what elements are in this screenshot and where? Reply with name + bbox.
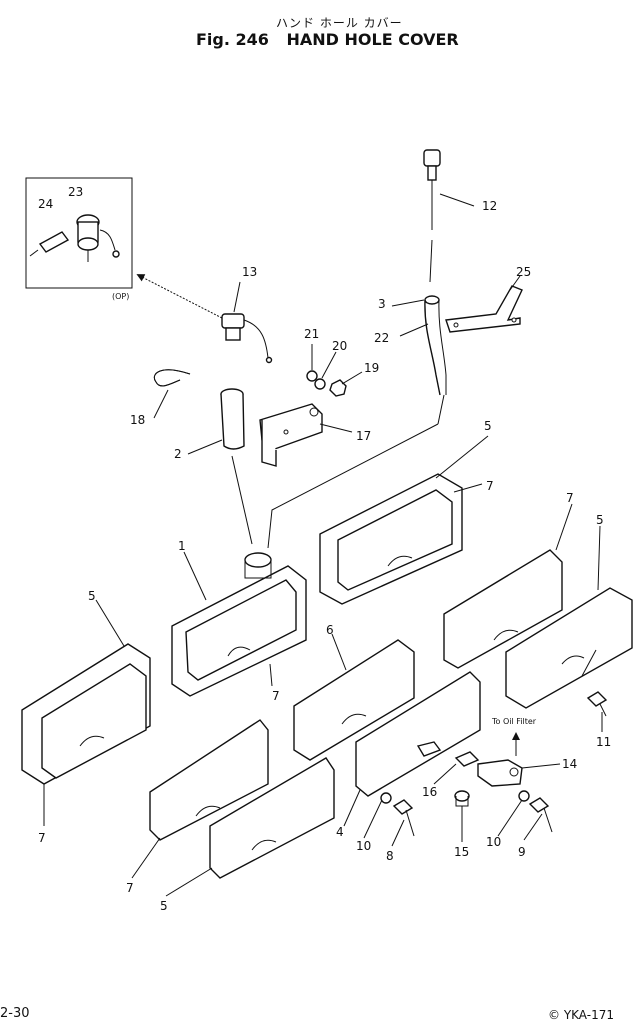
callout-15: 15 [454,845,469,859]
callout-3: 3 [378,297,386,311]
callout-24: 24 [38,197,53,211]
key-part-24 [29,231,70,257]
fitting-part-16 [454,751,480,767]
callout-11: 11 [596,735,611,749]
callout-14: 14 [562,757,577,771]
callout-5d: 5 [160,899,168,913]
callout-13: 13 [242,265,257,279]
plug-part-15 [454,790,470,807]
cover-part-5-lower [209,757,335,879]
callout-4: 4 [336,825,344,839]
callout-12: 12 [482,199,497,213]
guide-tube-part-3 [424,295,447,396]
gasket-part-7-lower [149,719,269,841]
japanese-title: ハンド ホール カバー [276,16,403,30]
callout-21: 21 [304,327,319,341]
callout-5b: 5 [596,513,604,527]
callout-7d: 7 [38,831,46,845]
cover-part-5-left [21,643,151,785]
callout-10a: 10 [356,839,371,853]
callout-18: 18 [130,413,145,427]
callout-7a: 7 [486,479,494,493]
fig-label: Fig. 246 [196,30,269,49]
switch-part-23 [76,214,120,262]
callout-2: 2 [174,447,182,461]
hose-part-2 [220,388,245,450]
cover-part-5-top [319,473,463,605]
title-text: HAND HOLE COVER [286,30,459,49]
washer-part-10-right [518,790,530,802]
document-code: © YKA-171 [548,1008,614,1022]
callout-16: 16 [422,785,437,799]
callout-8: 8 [386,849,394,863]
wire-lead [136,274,223,319]
dipstick-part-12 [423,149,441,283]
washer-part-20 [314,378,326,390]
callout-5a: 5 [484,419,492,433]
callout-25: 25 [516,265,531,279]
gasket-part-7-right [443,549,563,669]
cover-part-1 [171,552,307,697]
figure-title: Fig. 246 HAND HOLE COVER [196,30,471,49]
elbow-part-14 [477,759,523,787]
u-bolt-part-18 [154,369,191,387]
bolt-part-9 [528,797,553,833]
callout-22: 22 [374,331,389,345]
callout-23: 23 [68,185,83,199]
nut-part-19 [329,379,347,397]
callout-1: 1 [178,539,186,553]
callout-7b: 7 [566,491,574,505]
callout-17: 17 [356,429,371,443]
callout-9: 9 [518,845,526,859]
callout-7c: 7 [272,689,280,703]
leader-lines [43,193,603,897]
gasket-part-6 [293,639,415,761]
cover-part-5-right [505,587,633,709]
option-note: (OP) [112,292,129,301]
bracket-part-17 [259,403,323,467]
callout-7e: 7 [126,881,134,895]
to-oil-filter-note: To Oil Filter [491,717,537,726]
bolt-part-8 [392,799,415,837]
bolt-part-11 [586,691,608,717]
callout-5c: 5 [88,589,96,603]
washer-part-21 [306,370,318,382]
sender-part-13 [221,313,273,364]
page-number: 2-30 [0,1006,30,1021]
option-inset [25,177,133,289]
callout-10b: 10 [486,835,501,849]
bracket-part-25 [445,285,523,333]
callout-6: 6 [326,623,334,637]
washer-part-10-left [380,792,392,804]
callout-20: 20 [332,339,347,353]
cover-part-4 [355,671,481,797]
callout-19: 19 [364,361,379,375]
